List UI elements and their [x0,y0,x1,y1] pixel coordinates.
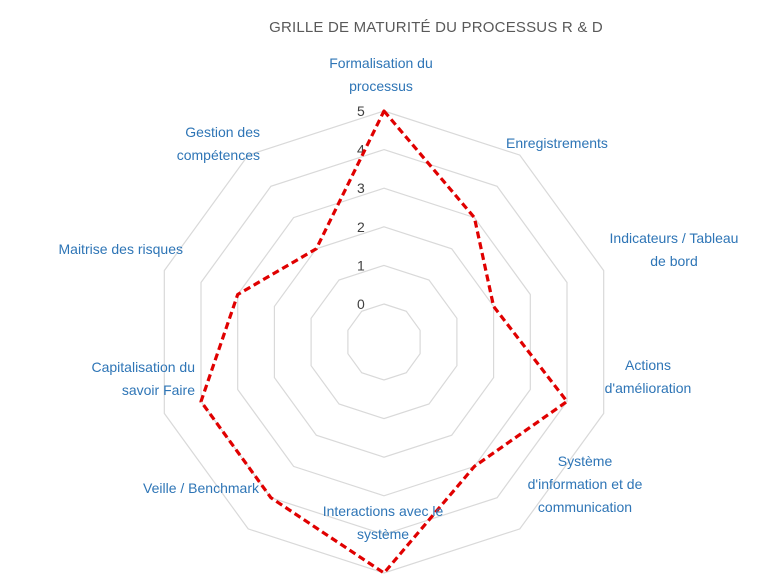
grid-ring-1 [310,264,458,420]
tick-label-4: 4 [357,142,365,158]
series-line-0 [199,109,569,575]
radar-grid [163,110,605,574]
category-label-6: Veille / Benchmark [143,480,260,496]
series-layer [199,109,569,575]
chart-title: GRILLE DE MATURITÉ DU PROCESSUS R & D [269,19,603,36]
category-label-1: Enregistrements [506,135,608,151]
tick-label-3: 3 [357,180,365,196]
tick-label-5: 5 [357,103,365,119]
grid-ring-3 [237,187,531,497]
grid-ring-2 [273,226,495,458]
radial-tick-labels: 0 1 2 3 4 5 [357,103,365,312]
grid-ring-4 [200,148,568,536]
tick-label-2: 2 [357,219,365,235]
category-label-8: Maitrise des risques [59,241,184,257]
tick-label-0: 0 [357,296,365,312]
grid-ring-0 [347,303,421,381]
grid-ring-5 [163,110,605,574]
tick-label-1: 1 [357,257,365,273]
